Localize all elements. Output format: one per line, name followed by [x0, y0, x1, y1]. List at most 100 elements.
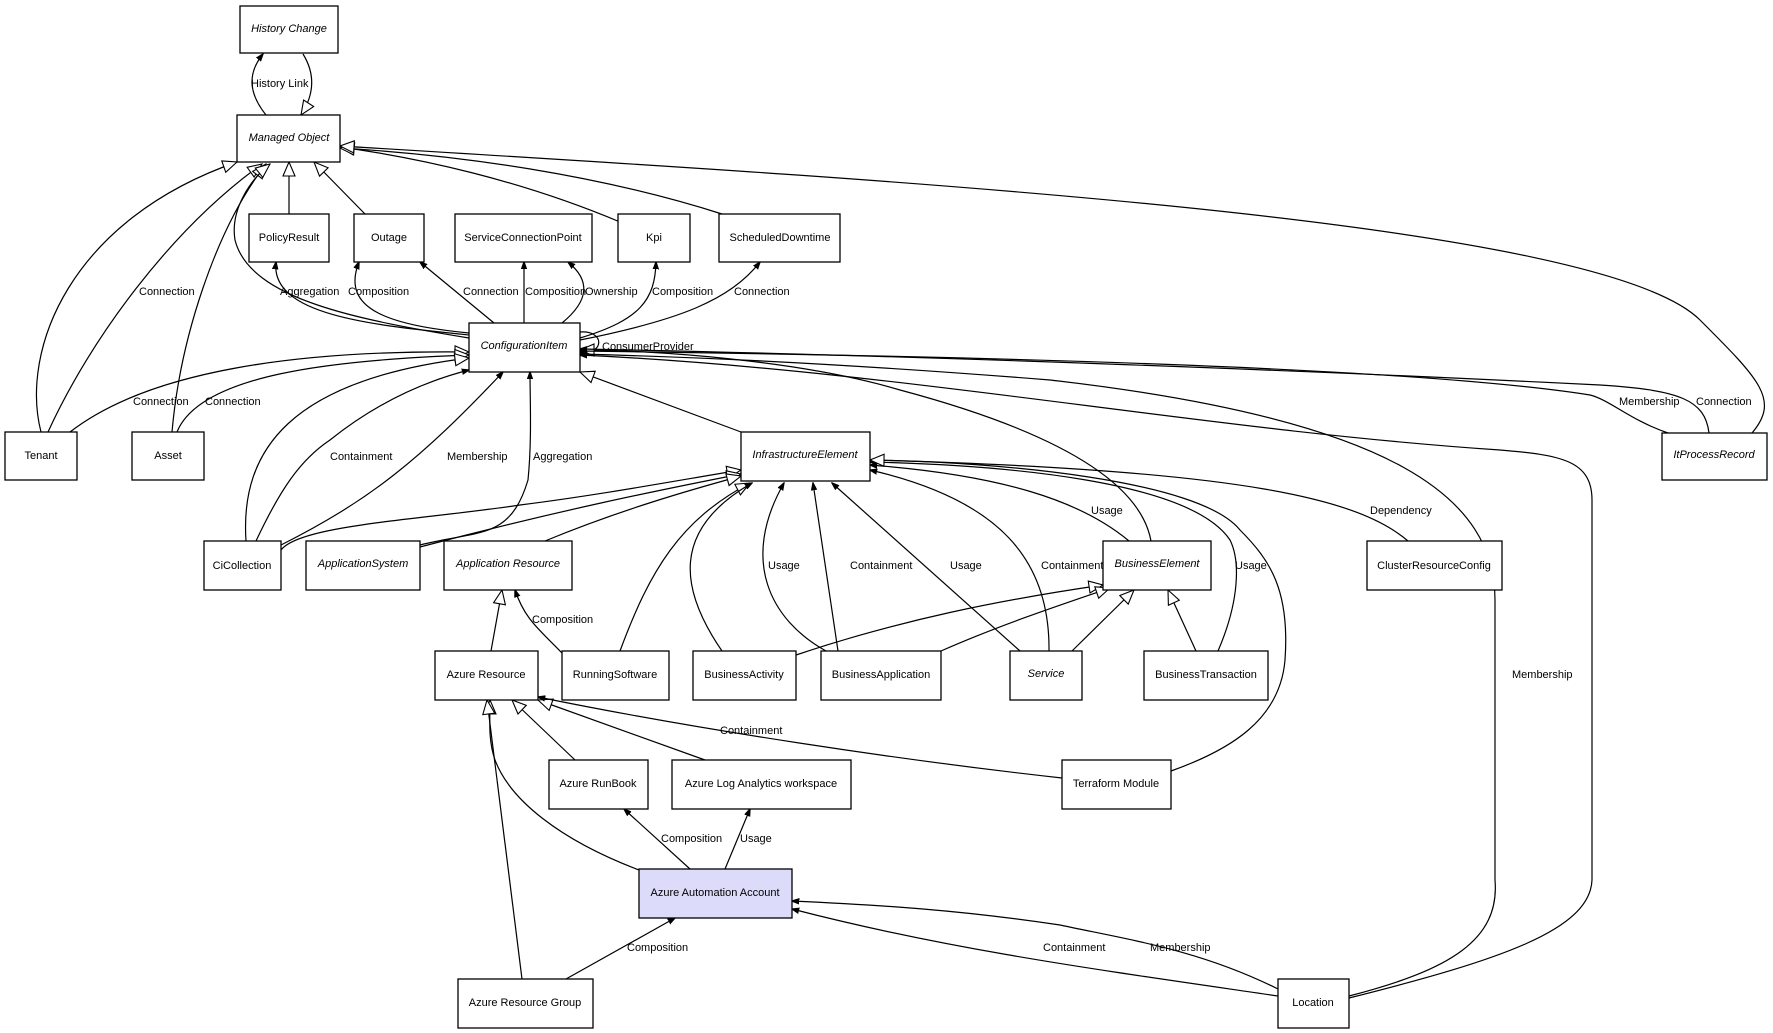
node-azure-resource[interactable]: Azure Resource — [434, 650, 539, 701]
node-business-activity[interactable]: BusinessActivity — [692, 650, 797, 701]
node-terraform-module[interactable]: Terraform Module — [1061, 759, 1172, 810]
edge-line — [870, 470, 1050, 652]
node-outage[interactable]: Outage — [353, 213, 425, 263]
edge-line — [355, 262, 470, 334]
edge-line — [233, 164, 470, 339]
edge-label: Composition — [661, 833, 722, 845]
node-label: PolicyResult — [259, 232, 320, 244]
edge-ci-connection-scheduled: Connection — [579, 262, 790, 341]
edge-ci-ownership-scp: Ownership — [561, 262, 638, 324]
edge-label: Containment — [850, 560, 912, 572]
node-label: ItProcessRecord — [1673, 449, 1755, 461]
node-business-application[interactable]: BusinessApplication — [820, 650, 942, 701]
edge-business-app-usage-infra: Containment — [813, 483, 912, 652]
edge-line — [340, 148, 723, 215]
node-label: Kpi — [646, 232, 662, 244]
edge-it-process-record-inherits — [340, 146, 1766, 434]
edge-resource-group-composition-automation: Composition — [565, 918, 688, 980]
edge-log-analytics-inherits-azure-resource — [538, 700, 706, 761]
node-configuration-item[interactable]: ConfigurationItem — [468, 322, 581, 373]
edge-ci-aggregation-policy: Aggregation — [276, 262, 470, 336]
edge-line — [762, 483, 827, 652]
node-label: ConfigurationItem — [481, 340, 568, 352]
node-running-software[interactable]: RunningSoftware — [561, 650, 670, 701]
node-it-process-record[interactable]: ItProcessRecord — [1661, 432, 1768, 481]
node-application-resource[interactable]: Application Resource — [443, 540, 573, 591]
node-policy-result[interactable]: PolicyResult — [248, 213, 330, 263]
node-service-connection-point[interactable]: ServiceConnectionPoint — [454, 213, 593, 263]
edge-scheduled-downtime-inherits — [340, 148, 723, 215]
node-label: BusinessApplication — [832, 669, 930, 681]
node-application-system[interactable]: ApplicationSystem — [305, 540, 421, 591]
edge-label: Connection — [139, 286, 195, 298]
edge-resource-group-inherits-azure-resource — [487, 700, 523, 980]
node-business-transaction[interactable]: BusinessTransaction — [1143, 650, 1269, 701]
node-label: ClusterResourceConfig — [1377, 560, 1491, 572]
edge-label: Dependency — [1370, 505, 1432, 517]
edge-line — [419, 474, 741, 548]
edge-line — [301, 53, 312, 115]
edge-outage-inherits — [314, 162, 366, 215]
edge-service-containment-infra: Usage — [832, 483, 1021, 652]
node-cluster-resource-config[interactable]: ClusterResourceConfig — [1366, 540, 1503, 591]
node-label: BusinessTransaction — [1155, 669, 1257, 681]
edge-business-transaction-inherits-be — [1168, 590, 1197, 652]
node-azure-runbook[interactable]: Azure RunBook — [548, 759, 649, 810]
node-label: Azure RunBook — [559, 778, 637, 790]
node-ci-collection[interactable]: CiCollection — [203, 540, 282, 591]
edge-running-software-composition-app-resource: Composition — [515, 590, 593, 654]
node-tenant[interactable]: Tenant — [4, 431, 78, 481]
edge-label: Membership — [1512, 669, 1573, 681]
edge-terraform-inherits-infra — [870, 460, 1287, 772]
edge-app-resource-inherits-infra — [544, 476, 741, 542]
edge-line — [579, 262, 656, 339]
edge-line — [795, 585, 1103, 656]
edge-itpr-membership-ci: Membership — [580, 351, 1680, 434]
node-label: CiCollection — [213, 560, 272, 572]
edge-label: Aggregation — [533, 451, 592, 463]
node-azure-automation-account[interactable]: Azure Automation Account — [638, 868, 793, 919]
node-azure-log-analytics[interactable]: Azure Log Analytics workspace — [671, 759, 852, 810]
edge-line — [565, 918, 675, 980]
node-location[interactable]: Location — [1277, 978, 1350, 1029]
node-history-change[interactable]: History Change — [239, 5, 339, 54]
edge-line — [870, 460, 1409, 542]
edge-business-activity-usage-infra — [689, 483, 752, 652]
node-service[interactable]: Service — [1009, 650, 1083, 701]
node-business-element[interactable]: BusinessElement — [1102, 540, 1212, 591]
edge-line — [580, 349, 1710, 434]
edge-line — [171, 164, 266, 433]
edge-business-element-usage-infra: Usage — [870, 465, 1130, 542]
edge-line — [244, 358, 469, 542]
edge-location-containment-automation: Containment — [792, 909, 1279, 997]
node-scheduled-downtime[interactable]: ScheduledDowntime — [718, 213, 841, 263]
edge-label: Containment — [1041, 560, 1103, 572]
edge-line — [940, 588, 1110, 652]
edge-terraform-containment-azure-resource: Containment — [538, 697, 1063, 779]
node-managed-object[interactable]: Managed Object — [236, 114, 341, 163]
node-label: Azure Log Analytics workspace — [685, 778, 837, 790]
edge-line — [340, 147, 621, 223]
edge-business-app-containment-infra: Usage — [762, 483, 827, 652]
node-asset[interactable]: Asset — [131, 431, 205, 481]
edge-line — [69, 352, 469, 433]
edge-label: Usage — [768, 560, 800, 572]
edge-line — [420, 262, 495, 324]
edge-line — [624, 809, 691, 870]
edge-label: Composition — [525, 286, 586, 298]
edge-label: Connection — [133, 396, 189, 408]
node-azure-resource-group[interactable]: Azure Resource Group — [457, 978, 594, 1029]
edge-ci-collection-usage-infra — [280, 470, 741, 551]
node-kpi[interactable]: Kpi — [617, 213, 691, 263]
edge-label: Composition — [532, 614, 593, 626]
node-infrastructure-element[interactable]: InfrastructureElement — [740, 431, 871, 482]
edge-itpr-connection-ci: Connection — [580, 349, 1752, 434]
edge-line — [47, 164, 262, 433]
edge-line — [580, 355, 1593, 999]
node-label: Azure Resource Group — [469, 997, 582, 1009]
edge-automation-usage-log-analytics: Usage — [724, 809, 772, 870]
node-label: InfrastructureElement — [752, 449, 858, 461]
edge-running-software-inherits-infra — [619, 483, 750, 652]
edge-tenant-connection-mo: Connection — [47, 164, 262, 433]
edge-label: Connection — [463, 286, 519, 298]
